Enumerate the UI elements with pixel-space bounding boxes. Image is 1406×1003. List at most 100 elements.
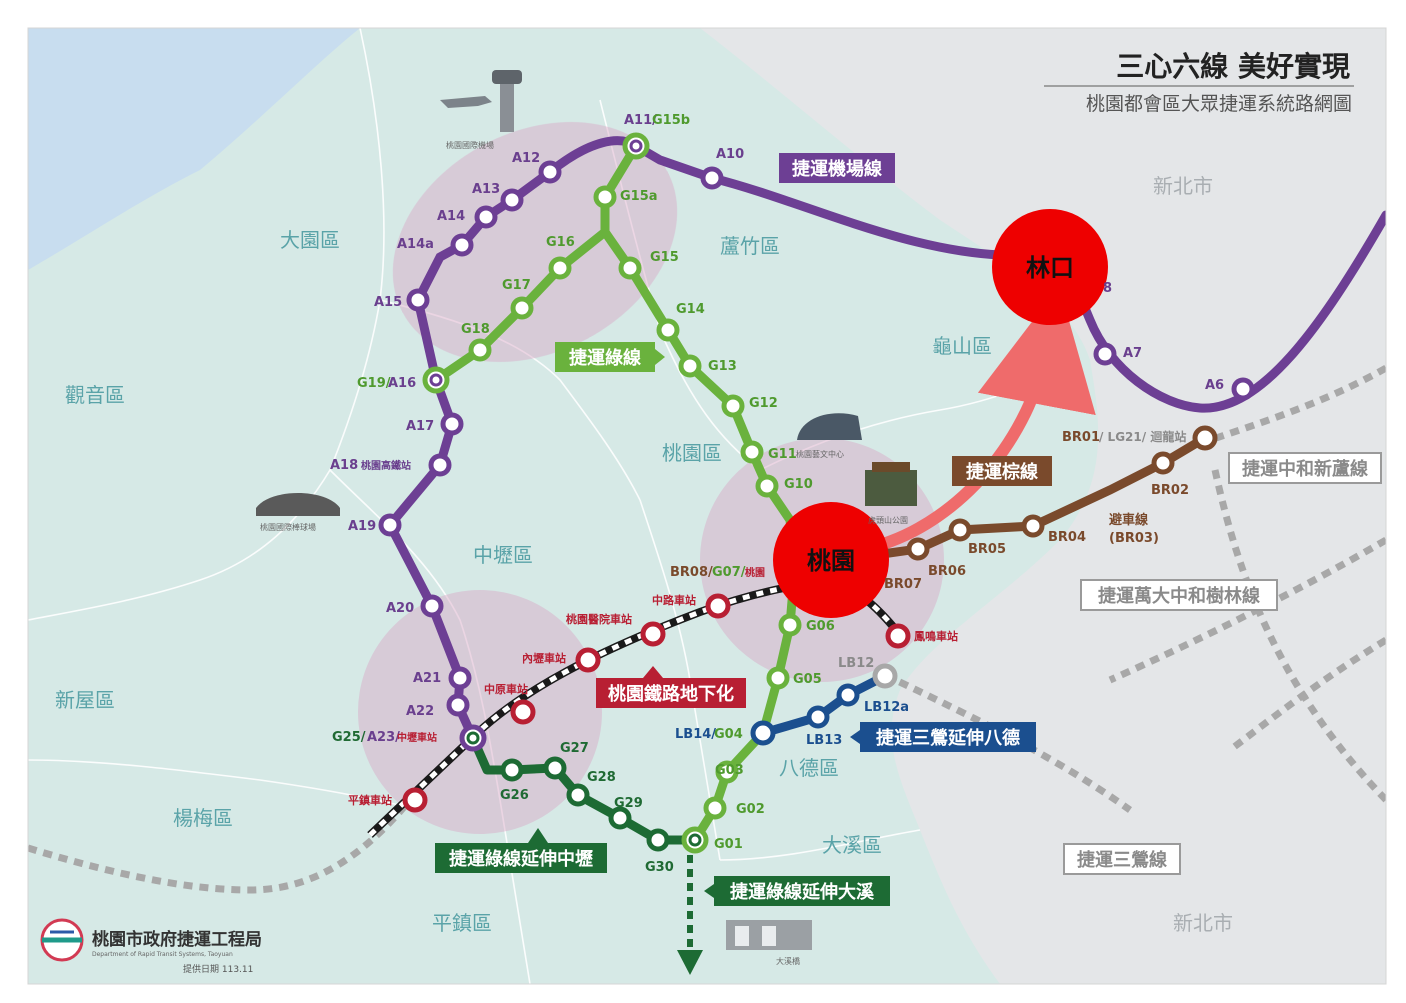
label-g15b: G15b (652, 113, 690, 128)
hub-taoyuan (773, 502, 889, 618)
label-a18: A18 (330, 458, 358, 473)
label-lb14: LB14/ (675, 727, 716, 742)
sea (28, 28, 360, 270)
label-g29: G29 (614, 796, 643, 811)
label-g11: G11 (768, 447, 797, 462)
label-g07: G07/ (712, 565, 746, 580)
label-br05: BR05 (968, 542, 1006, 557)
map-subtitle: 桃園都會區大眾捷運系統路網圖 (1086, 93, 1352, 115)
interchange-stations (422, 132, 776, 854)
label-a14a: A14a (397, 237, 434, 252)
label-g28: G28 (587, 770, 616, 785)
label-a16: A16 (388, 376, 416, 391)
district-dayuan: 大園區 (280, 228, 340, 252)
label-a7: A7 (1123, 346, 1142, 361)
railway-stations (402, 593, 911, 813)
green-extension-labels: G26 G27 G28 G29 G30 (500, 741, 674, 875)
district-guishan: 龜山區 (932, 334, 992, 358)
label-br03: 避車線 (1109, 512, 1149, 528)
railway-station-labels: 中路車站 桃園醫院車站 內壢車站 中原車站 平鎮車站 鳳鳴車站 (348, 593, 958, 807)
label-a8: 8 (1103, 281, 1112, 296)
label-a14: A14 (437, 209, 465, 224)
label-g05: G05 (793, 672, 822, 687)
label-g13: G13 (708, 359, 737, 374)
landmark-hushan-label: 虎頭山公園 (868, 515, 908, 525)
district-pingzhen: 平鎮區 (432, 911, 492, 935)
label-a19: A19 (348, 519, 376, 534)
district-luzhu: 蘆竹區 (720, 234, 780, 258)
label-g16: G16 (546, 235, 575, 250)
airport-line-stations (378, 160, 1255, 717)
label-a23-name: 中壢車站 (397, 731, 437, 744)
agency-name-en: Department of Rapid Transit Systems, Tao… (92, 951, 233, 958)
green-extension-stations (500, 756, 670, 852)
label-zhongyuan: 中原車站 (484, 682, 528, 696)
tag-airport-line: 捷運機場線 (792, 158, 882, 180)
green-station-labels: G15a G15 G16 G17 G18 G14 G13 G12 G11 G10… (461, 189, 835, 852)
label-g03: G03 (715, 763, 744, 778)
landmark-airport: 桃園國際機場 (440, 70, 522, 150)
hub-linkou (992, 209, 1108, 325)
label-g15: G15 (650, 250, 679, 265)
label-a20: A20 (386, 601, 414, 616)
label-hospital: 桃園醫院車站 (566, 612, 632, 626)
label-g07-name: 桃園 (745, 566, 765, 579)
sanying-station-labels: LB12 LB12a LB13 (806, 656, 909, 748)
district-yangmei: 楊梅區 (173, 806, 233, 830)
tag-sanying-extension: 捷運三鶯延伸八德 (876, 727, 1020, 749)
label-a10: A10 (716, 147, 744, 162)
landmark-daxi-bridge: 大溪橋 (726, 920, 812, 966)
label-g04: G04 (714, 727, 743, 742)
label-br01: BR01 (1062, 430, 1100, 445)
district-daxi: 大溪區 (822, 833, 882, 857)
district-ntpc-south: 新北市 (1173, 911, 1233, 935)
sanying-extension-stations (806, 683, 860, 729)
landmark-arts-center: 桃園藝文中心 (796, 413, 862, 459)
label-g06: G06 (806, 619, 835, 634)
sanying-extension-line (758, 671, 890, 738)
district-guanyin: 觀音區 (65, 383, 125, 407)
label-g02: G02 (736, 802, 765, 817)
label-g12: G12 (749, 396, 778, 411)
label-br01-rest: / LG21/ 迴龍站 (1099, 429, 1186, 444)
label-g14: G14 (676, 302, 705, 317)
label-a18-name: 桃園高鐵站 (361, 459, 411, 472)
label-br02: BR02 (1151, 483, 1189, 498)
landmark-daxi-label: 大溪橋 (776, 956, 800, 966)
green-line-stations (468, 185, 802, 820)
label-a21: A21 (413, 671, 441, 686)
label-a6: A6 (1205, 378, 1224, 393)
map-title: 三心六線 美好實現 (1116, 50, 1350, 83)
brown-station-labels: BR07 BR06 BR05 BR04 避車線 (BR03) BR02 BR01… (884, 429, 1189, 592)
label-a22: A22 (406, 704, 434, 719)
tag-railway: 桃園鐵路地下化 (608, 683, 734, 705)
district-zhongli: 中壢區 (473, 543, 533, 567)
label-br07: BR07 (884, 577, 922, 592)
tag-wanda-line: 捷運萬大中和樹林線 (1098, 585, 1260, 607)
label-g26: G26 (500, 788, 529, 803)
tag-zhonghe-line: 捷運中和新蘆線 (1242, 458, 1368, 480)
label-br08: BR08/ (670, 565, 713, 580)
tag-green-ext-zhongli: 捷運綠線延伸中壢 (449, 848, 593, 870)
label-g18: G18 (461, 322, 490, 337)
label-lb13: LB13 (806, 733, 842, 748)
label-br06: BR06 (928, 564, 966, 579)
label-zhonglu: 中路車站 (652, 593, 696, 607)
label-g30: G30 (645, 860, 674, 875)
green-extension-daxi-arrow (677, 950, 703, 975)
new-taipei-region (700, 28, 1386, 984)
map-date: 提供日期 113.11 (183, 963, 253, 975)
agency-logo: 桃園市政府捷運工程局 Department of Rapid Transit S… (40, 918, 262, 975)
label-a12: A12 (512, 151, 540, 166)
title-block: 三心六線 美好實現 桃園都會區大眾捷運系統路網圖 (1044, 50, 1354, 115)
label-lb12: LB12 (838, 656, 874, 671)
landmark-stadium: 桃園國際棒球場 (256, 493, 340, 532)
district-bade: 八德區 (779, 756, 839, 780)
landmark-stadium-label: 桃園國際棒球場 (260, 522, 316, 532)
label-g19: G19/ (357, 376, 391, 391)
label-g27: G27 (560, 741, 589, 756)
tag-brown-line: 捷運棕線 (966, 461, 1038, 483)
label-g01: G01 (714, 837, 743, 852)
district-ntpc-north: 新北市 (1153, 174, 1213, 198)
